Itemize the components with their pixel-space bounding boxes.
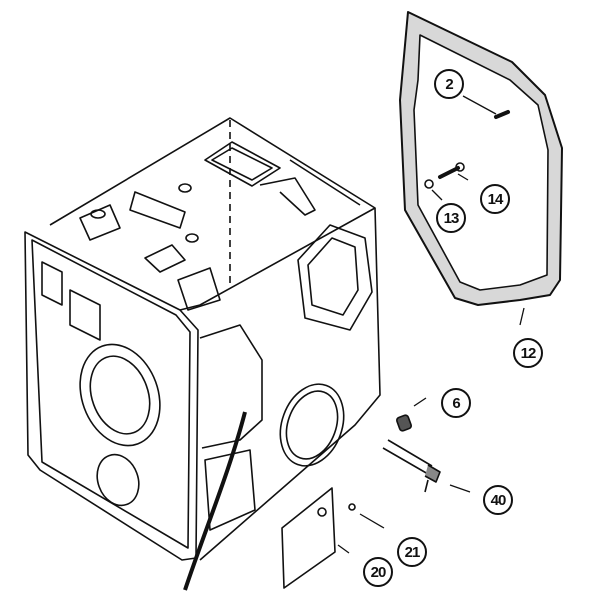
callout-20: 20 [363,557,393,587]
cover-plate [281,487,336,589]
callout-40: 40 [483,485,513,515]
callout-21: 21 [397,537,427,567]
hose [183,411,247,591]
screw [348,503,356,511]
leader-lines [337,95,525,554]
callout-2: 2 [434,69,464,99]
shaft [382,439,433,475]
transmission-housing [24,117,381,561]
callout-13: 13 [436,203,466,233]
callout-14: 14 [480,184,510,214]
callout-6: 6 [441,388,471,418]
bolt [438,166,460,179]
gasket [399,11,563,306]
callout-12: 12 [513,338,543,368]
washer [424,179,434,189]
dowel-pin [494,110,510,119]
plug [396,414,412,432]
